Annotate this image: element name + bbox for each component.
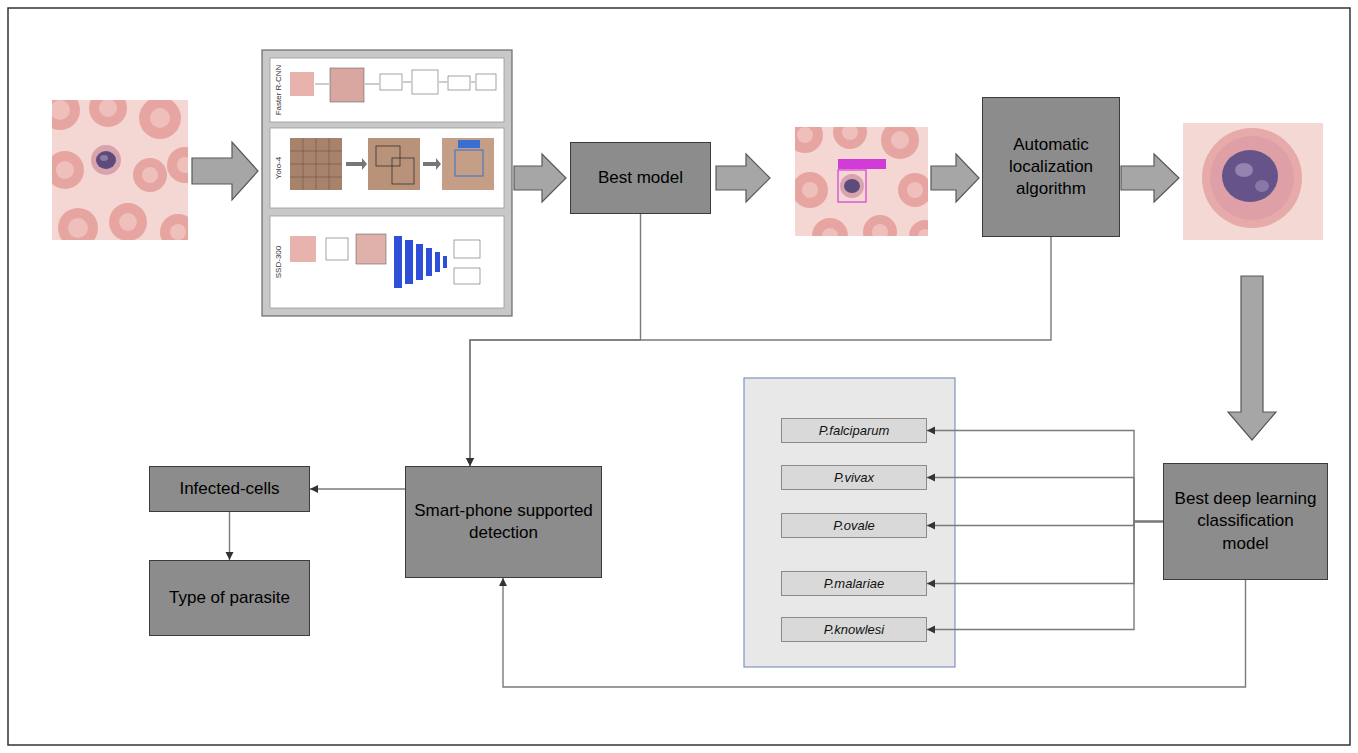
process-box: Best deep learning classification model <box>1163 463 1328 580</box>
detection-image <box>795 127 928 236</box>
connector-arrow <box>310 488 405 489</box>
connector-arrow <box>927 522 1163 584</box>
box-text: P.knowlesi <box>824 622 884 638</box>
species-box: P.vivax <box>781 465 927 490</box>
box-text: Smart-phone supported detection <box>414 500 593 544</box>
connector-arrow <box>927 522 1163 630</box>
box-text: Automatic localization algorithm <box>991 134 1111 200</box>
process-box: Smart-phone supported detection <box>405 466 602 578</box>
box-text: Best deep learning classification model <box>1172 488 1319 554</box>
box-text: P.malariae <box>824 576 884 592</box>
model-name: SSD-300 <box>275 245 283 279</box>
species-box: P.knowlesi <box>781 617 927 642</box>
blood-smear-image <box>52 100 188 240</box>
cell-closeup-image <box>1183 123 1323 240</box>
model-name: Faster R-CNN <box>275 64 283 117</box>
species-box: P.malariae <box>781 571 927 596</box>
box-text: Best model <box>598 167 683 189</box>
species-panel <box>744 378 955 667</box>
box-text: P.falciparum <box>819 423 890 439</box>
box-text: Type of parasite <box>169 587 290 609</box>
process-box: Automatic localization algorithm <box>982 97 1120 237</box>
box-text: P.ovale <box>833 518 875 534</box>
connector-arrow <box>229 512 230 560</box>
species-box: P.falciparum <box>781 418 927 443</box>
box-text: Infected-cells <box>179 478 279 500</box>
process-box: Type of parasite <box>149 560 310 636</box>
species-box: P.ovale <box>781 513 927 538</box>
process-box: Infected-cells <box>149 466 310 512</box>
figure-frame <box>8 8 1350 745</box>
model-panel <box>262 50 512 316</box>
connector-arrow <box>470 237 1051 466</box>
model-name: Yolo-4 <box>275 156 283 180</box>
box-text: P.vivax <box>834 470 874 486</box>
connector-arrow <box>927 478 1163 522</box>
connector-arrow <box>927 431 1163 522</box>
process-box: Best model <box>570 142 711 214</box>
connector-arrow <box>927 522 1163 526</box>
